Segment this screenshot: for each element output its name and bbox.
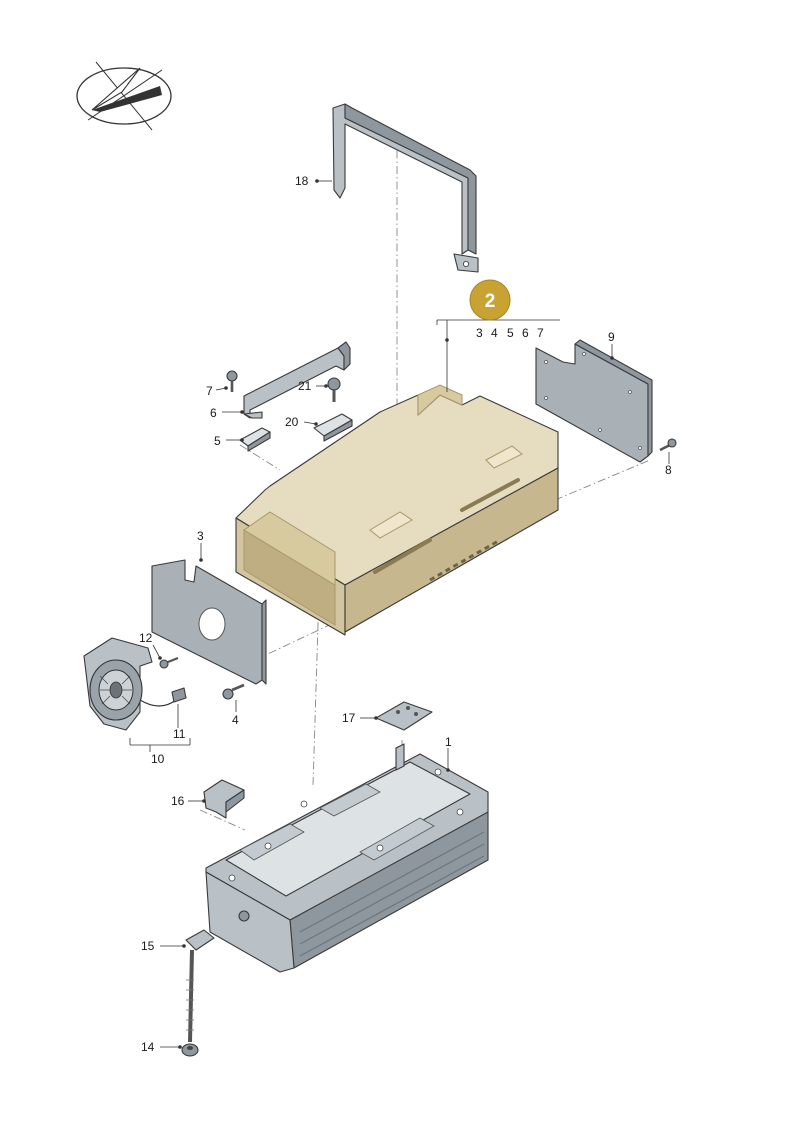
- label-7[interactable]: 7: [206, 384, 213, 398]
- label-8[interactable]: 8: [665, 463, 672, 477]
- part-16-clip: [203, 779, 245, 819]
- part-9-gasket: [535, 339, 653, 463]
- sub-item-7: 7: [537, 326, 544, 340]
- part-18-strap: [332, 103, 479, 273]
- part-3-gasket: [151, 559, 267, 685]
- label-11[interactable]: 11: [173, 727, 186, 741]
- part-12-screw: [159, 656, 179, 669]
- part-6-bracket: [243, 341, 351, 419]
- part-number-labels: 1 3 4 5 6 7 8 9 10 11 12 14 15 16 17 18 …: [139, 174, 672, 1054]
- sub-item-5: 5: [507, 326, 514, 340]
- label-10[interactable]: 10: [151, 752, 165, 766]
- part-2-housing: [235, 384, 559, 636]
- part-21-screw: [327, 377, 341, 402]
- label-16[interactable]: 16: [171, 794, 185, 808]
- part-15-sensor: [185, 929, 215, 1043]
- label-5[interactable]: 5: [214, 434, 221, 448]
- label-21[interactable]: 21: [298, 379, 312, 393]
- part-8-screw: [659, 438, 677, 452]
- label-14[interactable]: 14: [141, 1040, 155, 1054]
- sub-item-3: 3: [476, 326, 483, 340]
- callout-2-sub-items: 3 4 5 6 7: [476, 326, 544, 340]
- direction-arrow-icon: [76, 61, 172, 131]
- part-7-screw: [226, 370, 238, 392]
- part-1-unit: [205, 743, 489, 973]
- label-12[interactable]: 12: [139, 631, 153, 645]
- part-5-clip: [239, 427, 271, 452]
- callout-2-number: 2: [485, 291, 496, 312]
- label-15[interactable]: 15: [141, 939, 155, 953]
- label-3[interactable]: 3: [197, 529, 204, 543]
- part-14-nut: [181, 1043, 199, 1057]
- label-4[interactable]: 4: [232, 713, 239, 727]
- label-9[interactable]: 9: [608, 330, 615, 344]
- part-10-blower: [83, 637, 187, 731]
- part-17-plate: [375, 701, 433, 731]
- part-20-clip: [313, 413, 353, 442]
- sub-item-6: 6: [522, 326, 529, 340]
- label-17[interactable]: 17: [342, 711, 356, 725]
- label-20[interactable]: 20: [285, 415, 299, 429]
- leader-lines: [129, 179, 670, 1049]
- sub-item-4: 4: [491, 326, 498, 340]
- label-1[interactable]: 1: [445, 735, 452, 749]
- callout-2[interactable]: 2: [469, 279, 511, 321]
- label-18[interactable]: 18: [295, 174, 309, 188]
- part-4-screw: [222, 683, 245, 700]
- label-6[interactable]: 6: [210, 406, 217, 420]
